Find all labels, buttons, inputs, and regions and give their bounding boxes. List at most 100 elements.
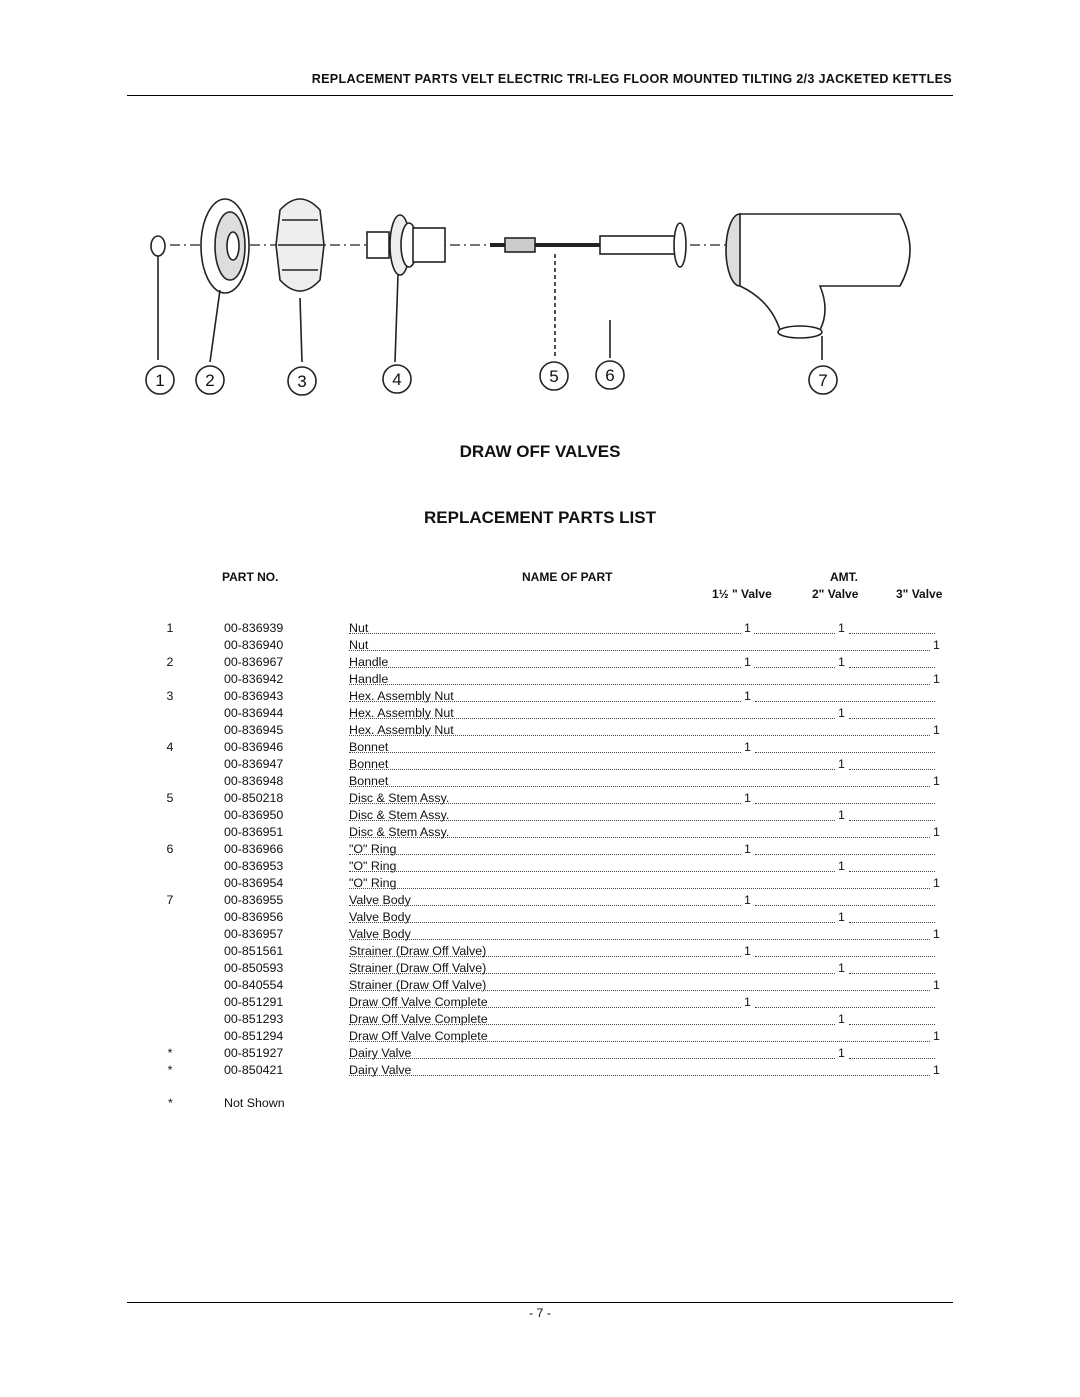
part-name-label: Disc & Stem Assy. bbox=[349, 825, 453, 839]
header-rule bbox=[127, 95, 953, 96]
leader-dots-tail bbox=[849, 910, 935, 927]
amount-1-5-valve: 1 bbox=[741, 621, 754, 635]
part-name: Valve Body bbox=[349, 893, 741, 907]
item-number: 4 bbox=[166, 740, 174, 754]
part-name-label: Handle bbox=[349, 655, 392, 669]
leader-dots bbox=[349, 769, 835, 770]
item-number: 6 bbox=[166, 842, 174, 856]
part-name-label: Nut bbox=[349, 621, 372, 635]
table-row: 00-836951 Disc & Stem Assy. 1 bbox=[0, 825, 1080, 842]
part-name-label: Hex. Assembly Nut bbox=[349, 689, 457, 703]
callout-6: 6 bbox=[605, 366, 614, 385]
part-name-label: Valve Body bbox=[349, 893, 414, 907]
leader-dots bbox=[349, 871, 835, 872]
amount-3-valve: 1 bbox=[930, 876, 943, 890]
callout-5: 5 bbox=[549, 367, 558, 386]
leader-dots-tail bbox=[849, 621, 935, 638]
part-name-label: Strainer (Draw Off Valve) bbox=[349, 944, 490, 958]
amount-3-valve: 1 bbox=[930, 825, 943, 839]
note-symbol: * bbox=[168, 1096, 173, 1110]
part-name-label: Valve Body bbox=[349, 927, 414, 941]
leader-dots bbox=[349, 922, 835, 923]
part-name: Strainer (Draw Off Valve) bbox=[349, 944, 741, 958]
part-number: 00-850421 bbox=[224, 1063, 284, 1077]
part-number: 00-840554 bbox=[224, 978, 284, 992]
part-name: Strainer (Draw Off Valve) bbox=[349, 961, 835, 975]
part-number: 00-851293 bbox=[224, 1012, 284, 1026]
leader-dots bbox=[349, 990, 930, 991]
item-number: 3 bbox=[166, 689, 174, 703]
part-name-label: "O" Ring bbox=[349, 842, 400, 856]
part-number: 00-836944 bbox=[224, 706, 284, 720]
part-name: "O" Ring bbox=[349, 842, 741, 856]
item-number: 7 bbox=[166, 893, 174, 907]
leader-dots bbox=[349, 973, 835, 974]
leader-dots-tail bbox=[755, 791, 935, 808]
part-name-label: "O" Ring bbox=[349, 876, 400, 890]
leader-dots bbox=[755, 803, 935, 804]
leader-dots bbox=[849, 871, 935, 872]
part-name-label: Disc & Stem Assy. bbox=[349, 791, 453, 805]
callout-1: 1 bbox=[155, 371, 164, 390]
amount-2-valve: 1 bbox=[835, 859, 848, 873]
part-name-label: Bonnet bbox=[349, 774, 392, 788]
part-number: 00-836945 bbox=[224, 723, 284, 737]
leader-dots bbox=[349, 1075, 930, 1076]
leader-dots bbox=[755, 752, 935, 753]
leader-dots-tail bbox=[755, 842, 935, 859]
amount-2-valve: 1 bbox=[835, 1012, 848, 1026]
part-name: Hex. Assembly Nut bbox=[349, 706, 835, 720]
leader-dots-tail bbox=[755, 740, 935, 757]
callout-4: 4 bbox=[392, 370, 401, 389]
amount-2-valve: 1 bbox=[835, 1046, 848, 1060]
part-number: 00-836951 bbox=[224, 825, 284, 839]
leader-dots bbox=[349, 1058, 835, 1059]
part-number: 00-836943 bbox=[224, 689, 284, 703]
part-number: 00-836948 bbox=[224, 774, 284, 788]
part-number: 00-836953 bbox=[224, 859, 284, 873]
col-header-name: NAME OF PART bbox=[522, 570, 613, 584]
note-text: Not Shown bbox=[224, 1096, 285, 1110]
part-name: Hex. Assembly Nut bbox=[349, 723, 930, 737]
part-number: 00-851927 bbox=[224, 1046, 284, 1060]
leader-dots bbox=[349, 1024, 835, 1025]
leader-dots-tail bbox=[849, 859, 935, 876]
leader-dots bbox=[349, 650, 930, 651]
part-name-label: Disc & Stem Assy. bbox=[349, 808, 453, 822]
leader-dots bbox=[849, 1024, 935, 1025]
leader-dots bbox=[755, 854, 935, 855]
leader-dots bbox=[755, 905, 935, 906]
leader-dots bbox=[349, 854, 741, 855]
part-number: 00-836954 bbox=[224, 876, 284, 890]
amount-3-valve: 1 bbox=[930, 1029, 943, 1043]
amount-3-valve: 1 bbox=[930, 978, 943, 992]
item-number: 1 bbox=[166, 621, 174, 635]
leader-dots bbox=[349, 820, 835, 821]
part-name-label: Bonnet bbox=[349, 740, 392, 754]
amount-2-valve: 1 bbox=[835, 757, 848, 771]
amount-3-valve: 1 bbox=[930, 672, 943, 686]
part-name-label: Handle bbox=[349, 672, 392, 686]
callout-3: 3 bbox=[297, 372, 306, 391]
amount-1-5-valve: 1 bbox=[741, 655, 754, 669]
leader-dots-tail bbox=[849, 808, 935, 825]
part-name: Valve Body bbox=[349, 910, 835, 924]
leader-dots bbox=[349, 701, 741, 702]
part-name: Draw Off Valve Complete bbox=[349, 1012, 835, 1026]
item-number: * bbox=[167, 1046, 173, 1060]
leader-dots bbox=[349, 888, 930, 889]
part-name: "O" Ring bbox=[349, 876, 930, 890]
amount-2-valve: 1 bbox=[835, 706, 848, 720]
leader-dots-tail bbox=[849, 655, 935, 672]
leader-dots bbox=[349, 939, 930, 940]
